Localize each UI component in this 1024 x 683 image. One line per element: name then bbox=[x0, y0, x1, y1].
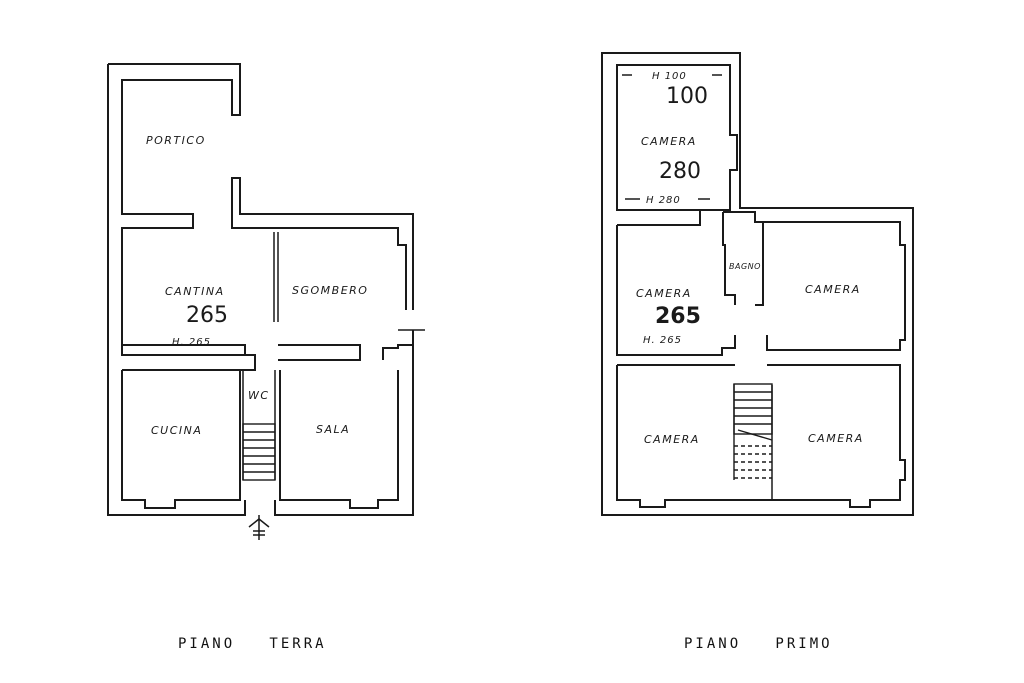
lower-right-camera-inner bbox=[767, 364, 906, 508]
top-camera-bottom-wall bbox=[617, 209, 701, 226]
sala-inner bbox=[279, 370, 399, 509]
room-label-camera-mid-right: CAMERA bbox=[805, 283, 861, 296]
room-label-camera-bottom-left: CAMERA bbox=[644, 433, 700, 446]
ground-east-wall bbox=[231, 177, 414, 310]
mid-left-height-number: 265 bbox=[655, 304, 701, 329]
room-label-wc: WC bbox=[248, 389, 270, 402]
top-camera-number-upper: 100 bbox=[666, 84, 708, 109]
mid-left-height-label: H. 265 bbox=[643, 335, 682, 346]
room-label-sala: SALA bbox=[316, 423, 350, 436]
room-label-bagno: BAGNO bbox=[729, 262, 761, 271]
sala-top-wall bbox=[278, 344, 361, 361]
ground-outer-left bbox=[107, 64, 246, 516]
ground-outer-right bbox=[274, 330, 414, 516]
top-camera-number-lower: 280 bbox=[659, 159, 701, 184]
top-camera-h-lower: H 280 bbox=[646, 195, 681, 206]
first-floor-stairs bbox=[733, 383, 773, 480]
cucina-inner bbox=[121, 370, 241, 509]
lower-left-camera-inner bbox=[616, 364, 772, 508]
mid-right-camera-inner bbox=[766, 221, 906, 351]
room-label-cantina: CANTINA bbox=[165, 285, 225, 298]
room-label-cucina: CUCINA bbox=[151, 424, 202, 437]
ground-floor-plan: PORTICO CANTINA 265 H. 265 SGOMBERO WC C… bbox=[107, 63, 425, 540]
ground-floor-title: PIANO TERRA bbox=[178, 636, 327, 652]
cantina-height-number: 265 bbox=[186, 303, 228, 328]
room-label-camera-top: CAMERA bbox=[641, 135, 697, 148]
ground-right-jamb bbox=[382, 344, 413, 360]
cantina-partition bbox=[273, 232, 279, 322]
cantina-height-label: H. 265 bbox=[172, 337, 211, 348]
room-label-camera-mid-left: CAMERA bbox=[636, 287, 692, 300]
mid-left-camera-inner bbox=[616, 225, 736, 356]
first-floor-title: PIANO PRIMO bbox=[684, 636, 833, 652]
entrance-arrow-icon bbox=[248, 515, 270, 540]
top-camera-h-upper: H 100 bbox=[652, 71, 687, 82]
bagno-top bbox=[723, 211, 775, 223]
bagno-walls bbox=[722, 212, 764, 306]
first-floor-plan: H 100 100 CAMERA 280 H 280 BAGNO CAMERA … bbox=[601, 52, 914, 516]
room-label-camera-bottom-right: CAMERA bbox=[808, 432, 864, 445]
room-label-portico: PORTICO bbox=[146, 134, 206, 147]
first-outer-wall bbox=[601, 52, 914, 516]
ground-stairs bbox=[242, 423, 276, 481]
room-label-sgombero: SGOMBERO bbox=[292, 284, 368, 297]
cantina-bottom-wall bbox=[122, 354, 256, 371]
